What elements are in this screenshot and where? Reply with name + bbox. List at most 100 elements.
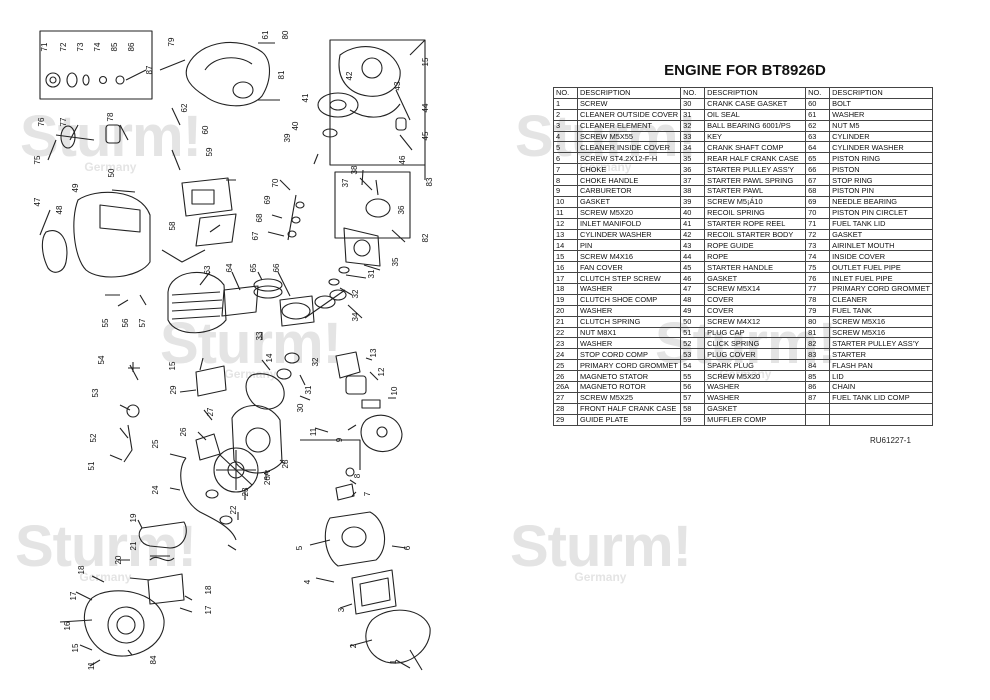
- part-description-cell: PLUG CAP: [704, 326, 807, 339]
- callout-label: 4: [303, 579, 312, 584]
- callout-label: 60: [201, 125, 210, 134]
- part-number-cell: 54: [680, 359, 706, 372]
- part-description-cell: GUIDE PLATE: [576, 413, 682, 426]
- parts-table: NO. DESCRIPTION NO. DESCRIPTION NO. DESC…: [553, 87, 934, 426]
- part-number-cell: 45: [680, 261, 706, 274]
- part-description-cell: WASHER: [829, 108, 934, 121]
- part-number-cell: 57: [680, 391, 706, 404]
- callout-label: 71: [40, 42, 49, 51]
- part-number-cell: 76: [805, 272, 831, 285]
- part-number-cell: 37: [680, 174, 706, 187]
- part-description-cell: CRANK CASE GASKET: [704, 97, 807, 110]
- part-number-cell: 15: [553, 250, 578, 263]
- part-number-cell: 31: [680, 108, 706, 121]
- table-header-row: NO. DESCRIPTION NO. DESCRIPTION NO. DESC…: [553, 87, 934, 99]
- part-number-cell: 18: [553, 283, 578, 295]
- callout-label: 85: [110, 42, 119, 51]
- callout-label: 7: [363, 491, 372, 496]
- callout-label: 57: [138, 318, 147, 327]
- part-number-cell: 16: [553, 261, 578, 274]
- part-number-cell: 68: [805, 185, 831, 197]
- cylinder-shape: [167, 271, 227, 334]
- part-number-cell: 51: [680, 326, 706, 339]
- callout-label: 72: [59, 42, 68, 51]
- part-description-cell: STARTER PAWL SPRING: [704, 174, 807, 187]
- part-number-cell: 48: [680, 293, 706, 306]
- callout-label: 36: [397, 205, 406, 214]
- part-number-cell: 1: [553, 97, 578, 110]
- part-description-cell: CYLINDER: [829, 130, 934, 143]
- callout-label: 40: [291, 121, 300, 130]
- part-description-cell: SCREW M5X20: [704, 370, 807, 383]
- part-description-cell: COVER: [704, 304, 807, 317]
- part-number-cell: 11: [553, 206, 578, 219]
- part-description-cell: GASKET: [704, 402, 807, 415]
- part-number-cell: 87: [805, 391, 831, 404]
- callout-label: 73: [76, 42, 85, 51]
- part-number-cell: 13: [553, 228, 578, 241]
- part-description-cell: MUFFLER COMP: [704, 413, 807, 426]
- callout-label: 47: [33, 197, 42, 206]
- part-description-cell: OUTLET FUEL PIPE: [829, 261, 934, 274]
- callout-label: 45: [421, 131, 430, 140]
- callout-label: 26: [179, 427, 188, 436]
- page-title: ENGINE FOR BT8926D: [664, 62, 826, 79]
- part-description-cell: CYLINDER WASHER: [576, 228, 682, 241]
- callout-label: 19: [129, 513, 138, 522]
- part-description-cell: FAN COVER: [576, 261, 682, 274]
- part-description-cell: ROPE: [704, 250, 807, 263]
- callout-label: 50: [107, 168, 116, 177]
- part-description-cell: CHAIN: [829, 381, 934, 393]
- callout-label: 28: [281, 459, 290, 468]
- callout-label: 27: [206, 407, 215, 416]
- callout-label: 41: [301, 93, 310, 102]
- part-description-cell: WASHER: [704, 381, 807, 393]
- part-number-cell: 62: [805, 119, 831, 132]
- part-number-cell: 6: [553, 152, 578, 165]
- callout-label: 46: [398, 155, 407, 164]
- callout-label: 79: [167, 37, 176, 46]
- callout-label: 13: [369, 348, 378, 357]
- callout-label: 86: [127, 42, 136, 51]
- callout-label: 25: [151, 439, 160, 448]
- callout-label: 10: [390, 386, 399, 395]
- part-description-cell: CLICK SPRING: [704, 337, 807, 350]
- callout-label: 34: [351, 312, 360, 321]
- part-description-cell: COVER: [704, 293, 807, 306]
- part-description-cell: NUT M5: [829, 119, 934, 132]
- part-description-cell: WASHER: [576, 337, 682, 350]
- part-description-cell: KEY: [704, 130, 807, 143]
- part-description-cell: RECOIL STARTER BODY: [704, 228, 807, 241]
- callout-label: 17: [69, 591, 78, 600]
- part-number-cell: 20: [553, 304, 578, 317]
- callout-label: 81: [277, 70, 286, 79]
- callout-label: 83: [425, 177, 434, 186]
- part-number-cell: 35: [680, 152, 706, 165]
- part-number-cell: 66: [805, 163, 831, 176]
- callout-label: 74: [93, 42, 102, 51]
- callout-label: 32: [351, 289, 360, 298]
- part-description-cell: LID: [829, 370, 934, 383]
- part-number-cell: 85: [805, 370, 831, 383]
- part-description-cell: CLUTCH SPRING: [576, 315, 682, 328]
- part-number-cell: 75: [805, 261, 831, 274]
- part-description-cell: FLASH PAN: [829, 359, 934, 372]
- part-description-cell: STARTER ROPE REEL: [704, 217, 807, 230]
- callout-label: 43: [393, 81, 402, 90]
- part-description-cell: PISTON PIN: [829, 185, 934, 197]
- column-header: NO.: [553, 87, 578, 99]
- callout-label: 59: [205, 147, 214, 156]
